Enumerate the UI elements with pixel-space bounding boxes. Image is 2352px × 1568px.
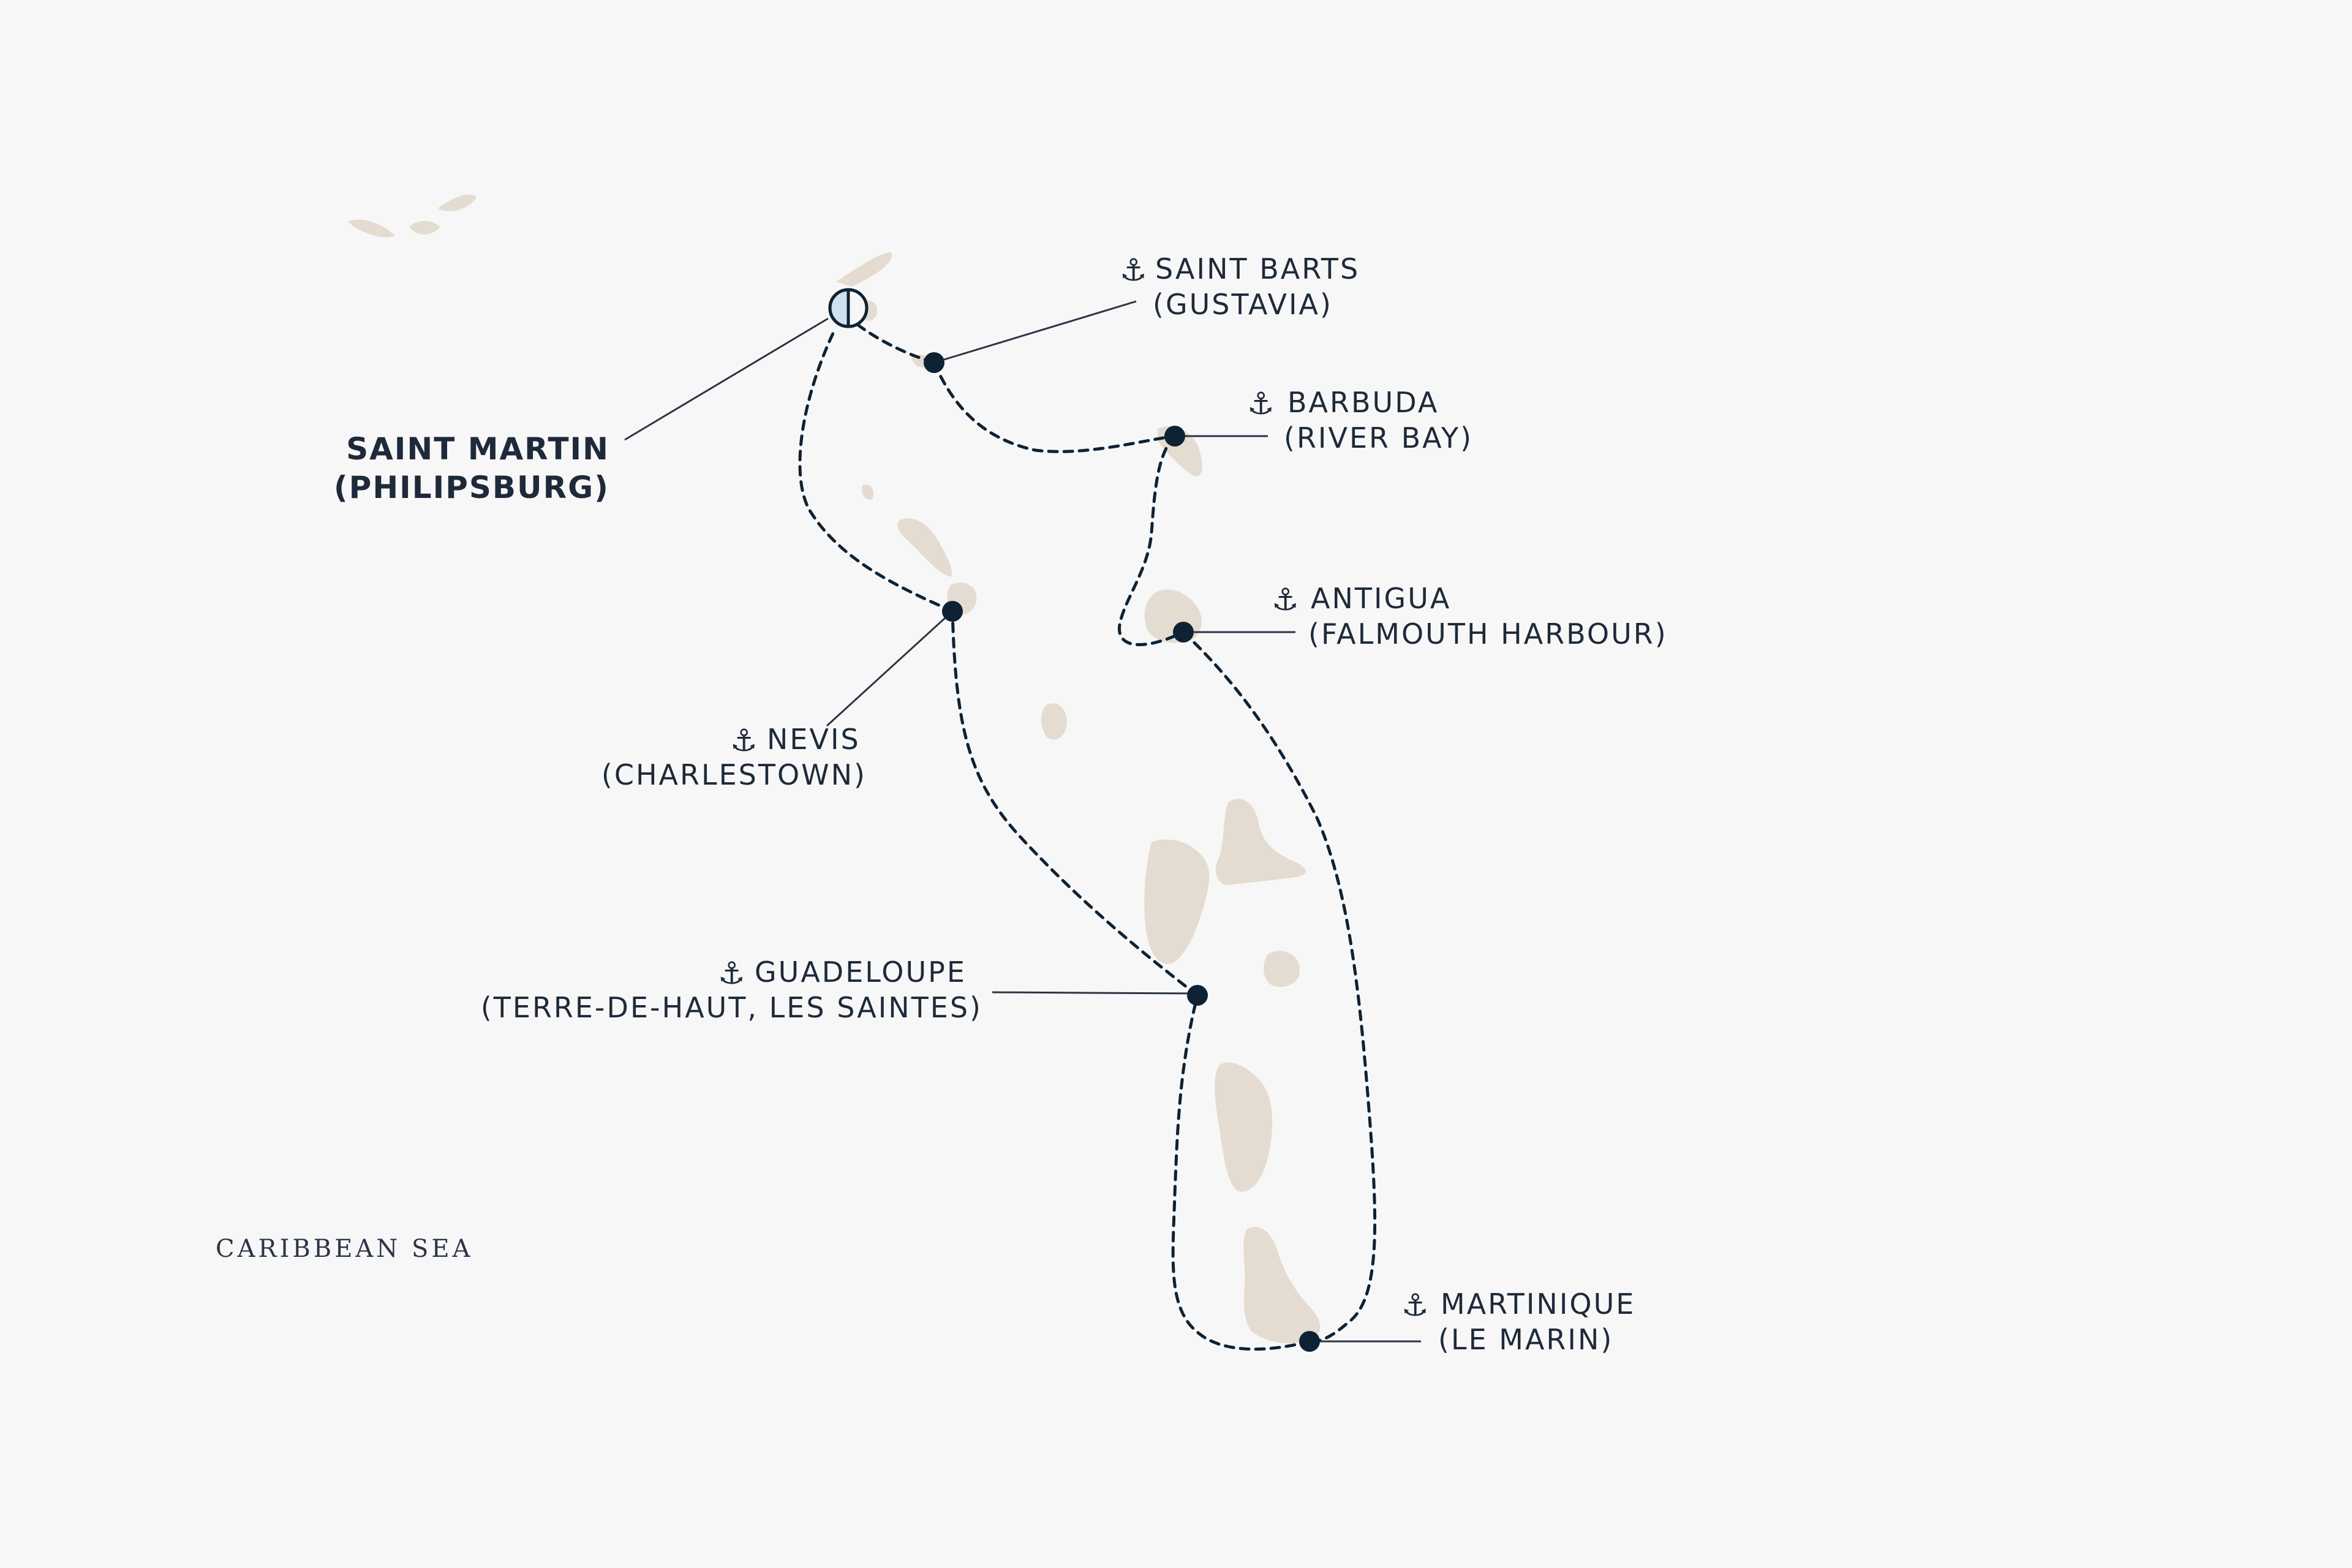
island xyxy=(1041,703,1067,740)
port-sub-nevis: (CHARLESTOWN) xyxy=(601,758,867,791)
route-segment xyxy=(1171,993,1311,1351)
island xyxy=(1264,951,1300,987)
leader-line-saint-martin xyxy=(624,317,829,441)
port-dot-barbuda[interactable] xyxy=(1164,426,1185,447)
port-sub-martinique: (LE MARIN) xyxy=(1438,1323,1613,1356)
port-sub-guadeloupe: (TERRE-DE-HAUT, LES SAINTES) xyxy=(481,991,982,1024)
port-name-barbuda: BARBUDA xyxy=(1287,386,1439,419)
leader-lines xyxy=(624,300,1421,1343)
island xyxy=(836,252,892,287)
anchor-icon: ⚓ xyxy=(1247,386,1275,421)
port-dot-antigua[interactable] xyxy=(1173,622,1194,643)
island xyxy=(1144,839,1210,964)
anchor-icon: ⚓ xyxy=(1401,1287,1429,1323)
home-port-marker[interactable] xyxy=(828,288,869,328)
port-dot-saint-barts[interactable] xyxy=(924,352,944,373)
cruise-route xyxy=(798,323,1377,1351)
labels: SAINT MARTIN (PHILIPSBURG) ⚓ SAINT BARTS… xyxy=(216,252,1668,1356)
home-port-name: SAINT MARTIN xyxy=(346,431,609,467)
sea-label: CARIBBEAN SEA xyxy=(216,1235,473,1263)
port-name-martinique: MARTINIQUE xyxy=(1441,1287,1635,1321)
anchor-icon: ⚓ xyxy=(1272,582,1299,617)
anchor-icon: ⚓ xyxy=(718,956,745,991)
port-name-nevis: NEVIS xyxy=(767,723,861,756)
port-name-antigua: ANTIGUA xyxy=(1311,582,1451,615)
island xyxy=(1215,1062,1273,1192)
port-sub-antigua: (FALMOUTH HARBOUR) xyxy=(1308,617,1668,650)
islands xyxy=(348,194,1321,1344)
route-segment xyxy=(1118,434,1185,646)
anchor-icon: ⚓ xyxy=(730,723,758,758)
island xyxy=(438,194,477,211)
island xyxy=(348,219,395,238)
island xyxy=(861,484,874,500)
island xyxy=(897,518,952,577)
port-name-guadeloupe: GUADELOUPE xyxy=(755,956,967,989)
route-segment xyxy=(856,323,936,364)
port-name-saint-barts: SAINT BARTS xyxy=(1155,252,1360,285)
leader-line-saint-barts xyxy=(933,300,1137,364)
leader-line-guadeloupe xyxy=(992,991,1198,995)
route-segment xyxy=(1182,630,1377,1343)
leader-line-nevis xyxy=(826,610,954,727)
home-port-sub: (PHILIPSBURG) xyxy=(334,470,609,505)
route-segment xyxy=(798,329,954,613)
port-dot-martinique[interactable] xyxy=(1299,1331,1320,1352)
port-sub-saint-barts: (GUSTAVIA) xyxy=(1153,288,1333,321)
route-segment xyxy=(951,609,1199,997)
anchor-icon: ⚓ xyxy=(1120,252,1147,288)
route-segment xyxy=(932,361,1177,453)
island xyxy=(1215,799,1306,885)
port-sub-barbuda: (RIVER BAY) xyxy=(1284,421,1473,454)
port-dot-nevis[interactable] xyxy=(942,601,963,622)
island xyxy=(409,221,440,235)
island xyxy=(1243,1227,1321,1344)
port-markers xyxy=(828,288,1320,1352)
port-dot-guadeloupe[interactable] xyxy=(1187,985,1208,1006)
